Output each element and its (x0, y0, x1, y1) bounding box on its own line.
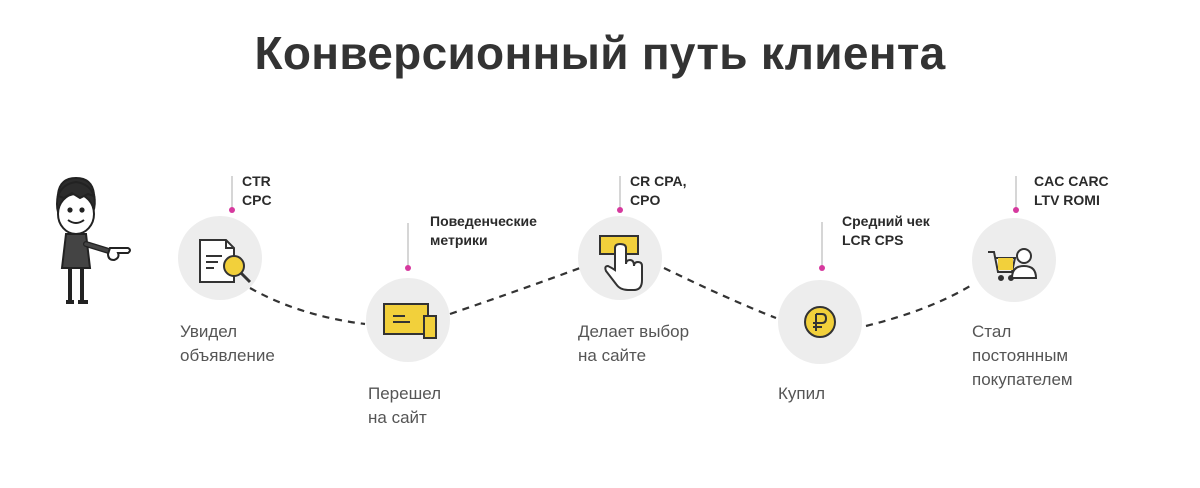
search-document-icon (199, 239, 252, 284)
hand-click-icon (599, 235, 643, 291)
step-3-label: Делает выбор на сайте (578, 322, 690, 365)
callout-dot-3 (617, 207, 623, 213)
step-4-label: Купил (778, 384, 826, 403)
callout-dot-2 (405, 265, 411, 271)
step-4-metrics: Средний чек LCR CPS (842, 213, 930, 248)
step-1-label: Увидел объявление (180, 322, 275, 365)
callout-dot-1 (229, 207, 235, 213)
ruble-coin-icon (804, 306, 836, 338)
customer-character-icon (56, 176, 131, 304)
website-devices-icon (383, 303, 437, 339)
step-5-metrics: CAC CARC LTV ROMI (1034, 173, 1109, 208)
step-5-label: Стал постоянным покупателем (972, 322, 1073, 389)
cart-customer-icon (988, 248, 1038, 281)
step-2-metrics: Поведенческие метрики (430, 213, 537, 248)
step-1-metrics: CTR CPC (242, 173, 272, 208)
page-title: Конверсионный путь клиента (254, 27, 946, 79)
step-2-label: Перешел на сайт (368, 384, 442, 427)
step-3-metrics: CR CPA, CPO (630, 173, 687, 208)
callout-dot-5 (1013, 207, 1019, 213)
callout-dot-4 (819, 265, 825, 271)
journey-path (249, 266, 971, 328)
